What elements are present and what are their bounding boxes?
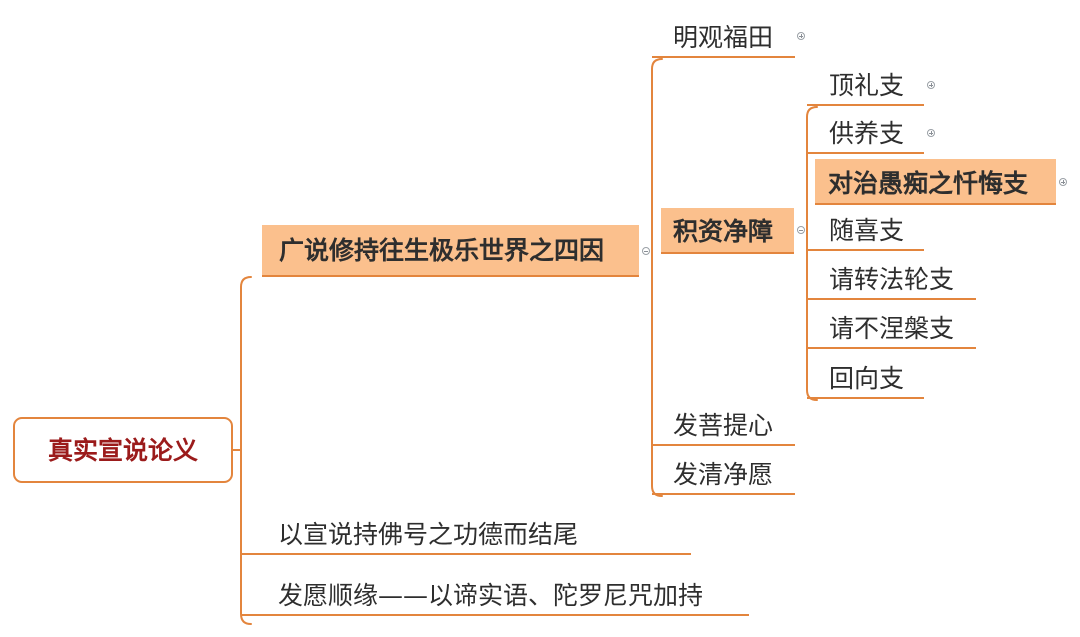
root-label: 真实宣说论义 xyxy=(47,435,198,465)
node-label: 回向支 xyxy=(829,364,905,393)
expand-icon[interactable] xyxy=(927,129,935,137)
node-label: 发清净愿 xyxy=(673,460,774,489)
level1-trunk xyxy=(240,276,252,625)
expand-icon[interactable] xyxy=(1059,178,1067,186)
node-label: 发愿顺缘——以谛实语、陀罗尼咒加持 xyxy=(278,581,704,610)
node-rejoicing[interactable]: 随喜支 xyxy=(807,218,924,251)
expand-icon[interactable] xyxy=(797,32,805,40)
node-field-of-merit[interactable]: 明观福田 xyxy=(652,25,795,58)
node-label: 供养支 xyxy=(829,119,905,148)
node-pure-aspiration[interactable]: 发清净愿 xyxy=(652,462,795,495)
node-label: 以宣说持佛号之功德而结尾 xyxy=(278,520,579,549)
root-node[interactable]: 真实宣说论义 xyxy=(13,417,233,483)
collapse-icon[interactable] xyxy=(797,226,805,234)
node-label: 发菩提心 xyxy=(673,411,774,440)
node-turning-wheel[interactable]: 请转法轮支 xyxy=(807,267,976,300)
node-four-causes[interactable]: 广说修持往生极乐世界之四因 xyxy=(262,225,639,277)
collapse-icon[interactable] xyxy=(642,247,650,255)
node-aspiration[interactable]: 发愿顺缘——以谛实语、陀罗尼咒加持 xyxy=(241,583,749,616)
node-label: 请转法轮支 xyxy=(829,265,955,294)
node-conclusion[interactable]: 以宣说持佛号之功德而结尾 xyxy=(241,522,691,555)
node-label: 积资净障 xyxy=(673,217,774,246)
node-label: 广说修持往生极乐世界之四因 xyxy=(279,236,605,265)
node-label: 对治愚痴之忏悔支 xyxy=(828,169,1029,198)
node-bodhicitta[interactable]: 发菩提心 xyxy=(652,413,795,446)
node-label: 随喜支 xyxy=(829,216,905,245)
node-accumulate-purify[interactable]: 积资净障 xyxy=(661,208,794,254)
node-not-nirvana[interactable]: 请不涅槃支 xyxy=(807,316,976,349)
node-prostration[interactable]: 顶礼支 xyxy=(807,73,924,106)
node-dedication[interactable]: 回向支 xyxy=(807,366,924,399)
expand-icon[interactable] xyxy=(927,81,935,89)
node-label: 顶礼支 xyxy=(829,71,905,100)
node-label: 请不涅槃支 xyxy=(829,314,955,343)
node-confession[interactable]: 对治愚痴之忏悔支 xyxy=(815,159,1056,205)
node-offering[interactable]: 供养支 xyxy=(807,121,924,154)
node-label: 明观福田 xyxy=(673,23,774,52)
